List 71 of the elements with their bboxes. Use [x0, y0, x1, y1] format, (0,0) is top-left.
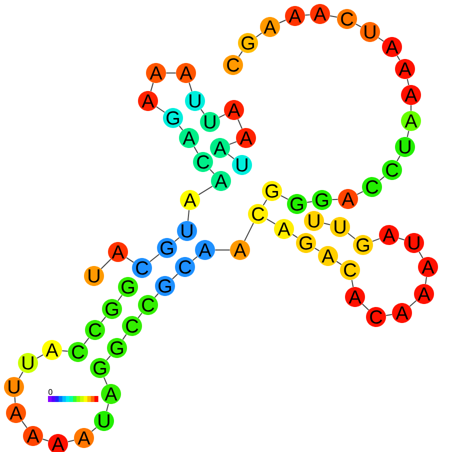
backbone-line: [103, 376, 108, 386]
backbone-line: [106, 403, 109, 412]
backbone-line: [304, 14, 310, 16]
backbone-line: [348, 232, 356, 240]
backbone-line: [244, 222, 254, 242]
backbone-line: [330, 15, 338, 18]
backbone-line: [62, 350, 68, 352]
backbone-line: [187, 210, 190, 222]
backbone-line: [166, 72, 176, 74]
backbone-line: [174, 237, 180, 242]
backbone-line: [355, 24, 362, 28]
backbone-line: [278, 20, 286, 24]
backbone-line: [67, 440, 75, 442]
backbone-line: [106, 355, 111, 361]
backbone-line: [91, 427, 97, 432]
backbone-line: [18, 371, 24, 379]
backbone-line: [418, 251, 424, 259]
backbone-line: [126, 257, 134, 263]
backbone-line: [194, 146, 198, 154]
backbone-line: [332, 198, 338, 200]
backbone-line: [351, 280, 354, 288]
backbone-line: [238, 50, 243, 58]
backbone-line: [396, 55, 400, 61]
backbone-line: [396, 155, 400, 162]
backbone-line: [100, 316, 106, 323]
backbone-line: [425, 276, 428, 284]
backbone-line: [198, 186, 213, 196]
backbone-line: [356, 191, 364, 195]
backbone-line: [229, 141, 237, 145]
backbone-line: [379, 176, 385, 181]
backbone-line: [292, 234, 298, 238]
backbone-line: [42, 438, 49, 442]
backbone-line: [149, 254, 160, 262]
backbone-line: [188, 82, 192, 92]
backbone-line: [36, 354, 44, 359]
backbone-line: [84, 338, 90, 344]
backbone-line: [280, 195, 288, 200]
backbone-line: [409, 300, 417, 307]
backbone-line: [362, 304, 370, 310]
backbone-line: [118, 294, 122, 302]
backbone-line: [372, 238, 380, 242]
backbone-line: [172, 274, 178, 280]
backbone-line: [378, 37, 384, 42]
backbone-line: [210, 168, 214, 174]
colorbar-label: 0: [48, 389, 52, 395]
backbone-line: [154, 293, 159, 298]
backbone-line: [336, 260, 342, 266]
backbone-line: [406, 78, 410, 86]
backbone-line: [406, 130, 410, 138]
backbone-line: [266, 218, 276, 224]
backbone-line: [398, 238, 405, 240]
backbone-line: [386, 314, 392, 316]
backbone-line: [306, 201, 312, 203]
backbone-line: [323, 222, 331, 226]
backbone-line: [262, 199, 268, 206]
backbone-line: [138, 312, 142, 318]
backbone-line: [22, 420, 28, 428]
backbone-line: [100, 258, 112, 270]
backbone-line: [200, 108, 205, 114]
backbone-line: [314, 248, 320, 252]
backbone-line: [150, 82, 154, 92]
backbone-line: [156, 106, 166, 113]
backbone-line: [122, 334, 127, 340]
backbone-line: [256, 32, 262, 38]
backbone-line: [218, 114, 226, 118]
backbone-line: [14, 396, 16, 404]
backbone-line: [228, 154, 234, 160]
backbone-line: [192, 256, 198, 261]
backbone-line: [178, 125, 184, 131]
backbone-line: [238, 118, 242, 130]
backbone-line: [410, 104, 412, 112]
